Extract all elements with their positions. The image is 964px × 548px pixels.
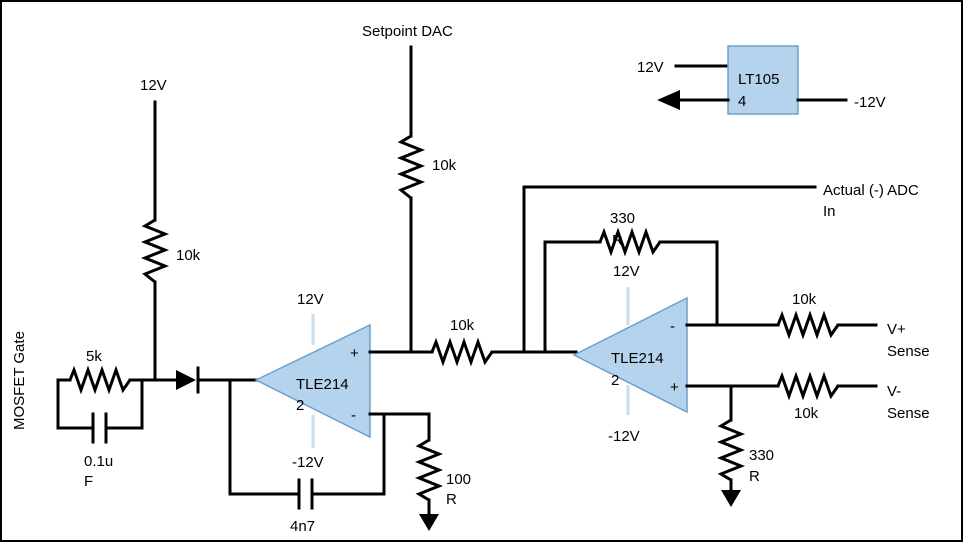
- opamp1-name-line2: 2: [296, 397, 304, 414]
- label-10k-vplus: 10k: [792, 291, 817, 308]
- label-cap-unit: F: [84, 473, 93, 490]
- resistor-10k-vplus: [776, 310, 840, 340]
- resistor-100r: [414, 438, 444, 502]
- label-330r-fb-line1: 330: [610, 210, 635, 227]
- opamp2-plus: +: [670, 379, 679, 396]
- label-adc-line2: In: [823, 203, 836, 220]
- wire-fb-right: [313, 412, 386, 496]
- label-adc-line1: Actual (-) ADC: [823, 182, 919, 199]
- resistor-330r-feedback: [598, 227, 662, 257]
- resistor-10k-pullup: [140, 218, 170, 284]
- wire-fb2-left: [543, 240, 602, 354]
- ground-arrow-icon-3: [657, 90, 680, 110]
- reg-name-line2: 4: [738, 93, 746, 110]
- opamp2-name-line2: 2: [611, 372, 619, 389]
- label-330r-gnd-line2: R: [749, 468, 760, 485]
- label-12v-top-left: 12V: [140, 77, 167, 94]
- label-vminus-line1: V-: [887, 383, 901, 400]
- ground-arrow-icon-2: [721, 490, 741, 507]
- wire-opamp1-minus: [368, 412, 431, 442]
- opamp2-vneg-label: -12V: [608, 428, 640, 445]
- label-10k-pullup: 10k: [176, 247, 201, 264]
- reg-name-line1: LT105: [738, 71, 779, 88]
- opamp1-plus: +: [350, 345, 359, 362]
- wire-adc: [522, 185, 817, 354]
- mosfet-gate-label: MOSFET Gate: [11, 331, 28, 430]
- wire-fb-left: [228, 378, 298, 496]
- opamp2-name-line1: TLE214: [611, 350, 664, 367]
- label-100r-line2: R: [446, 491, 457, 508]
- resistor-5k: [68, 365, 132, 395]
- label-10k-mid: 10k: [450, 317, 475, 334]
- label-cap-value: 0.1u: [84, 453, 113, 470]
- resistor-10k-mid: [430, 337, 494, 367]
- resistor-10k-setpoint: [396, 134, 426, 200]
- opamp2-vpos-label: 12V: [613, 263, 640, 280]
- opamp-tle2142-2: [572, 296, 688, 414]
- label-5k: 5k: [86, 348, 102, 365]
- label-10k-vminus: 10k: [794, 405, 819, 422]
- opamp1-minus: -: [351, 407, 356, 424]
- wire-fb2-right: [658, 240, 719, 327]
- ic-lt1054: [727, 45, 799, 115]
- label-100r-line1: 100: [446, 471, 471, 488]
- opamp-tle2142-1: [254, 323, 371, 439]
- label-setpoint-dac: Setpoint DAC: [362, 23, 453, 40]
- label-10k-setpoint: 10k: [432, 157, 457, 174]
- resistor-10k-vminus: [776, 371, 840, 401]
- label-vplus-line2: Sense: [887, 343, 930, 360]
- label-330r-fb-line2: R: [612, 232, 623, 249]
- resistor-330r-ground: [716, 418, 746, 482]
- wire-cap-loop: [56, 378, 92, 430]
- ground-arrow-icon-1: [419, 514, 439, 531]
- opamp1-vneg-label: -12V: [292, 454, 324, 471]
- diode-arrow-icon: [176, 370, 196, 390]
- label-reg-in-12v: 12V: [637, 59, 664, 76]
- label-vplus-line1: V+: [887, 321, 906, 338]
- label-vminus-line2: Sense: [887, 405, 930, 422]
- opamp1-vpos-label: 12V: [297, 291, 324, 308]
- label-4n7: 4n7: [290, 518, 315, 535]
- opamp2-minus: -: [670, 318, 675, 335]
- label-reg-out: -12V: [854, 94, 886, 111]
- opamp1-name-line1: TLE214: [296, 376, 349, 393]
- label-330r-gnd-line1: 330: [749, 447, 774, 464]
- wire-cap-loop-right: [107, 378, 144, 430]
